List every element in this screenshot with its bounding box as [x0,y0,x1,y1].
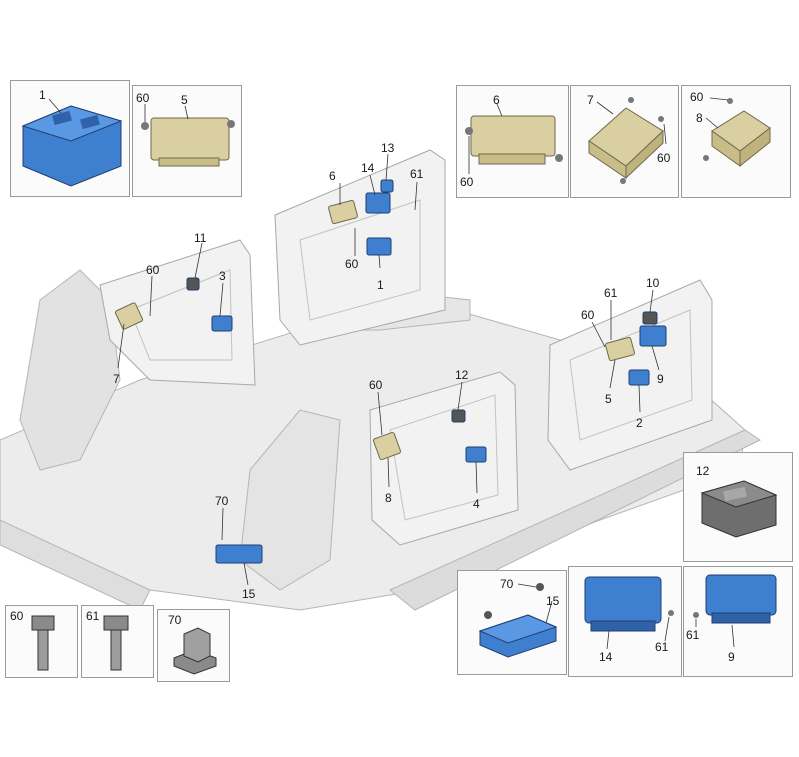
callout-4: 4 [473,497,480,511]
callout-8: 8 [385,491,392,505]
inset-15: 70 15 [457,570,567,675]
inset-8: 60 8 [681,85,791,198]
inset-61-callout: 61 [86,609,100,623]
inset-9-art: 9 61 [686,574,777,664]
inset-6-screw-callout: 60 [460,175,474,189]
module-8-main [372,431,402,461]
inset-9-callout: 9 [728,650,735,664]
inset-70-art: 70 [168,613,217,675]
inset-70: 70 [157,609,230,682]
inset-8-art: 60 8 [690,90,771,168]
callout-14: 14 [361,161,375,175]
callout-6: 6 [329,169,336,183]
inset-15-nut-callout: 70 [500,577,514,591]
module-13-main [380,179,394,193]
callouts: 1 6 14 13 61 60 11 60 3 7 10 61 60 9 5 2… [113,141,664,601]
callout-11: 11 [194,231,207,245]
rear-left-door [99,239,256,386]
inset-60-callout: 60 [10,609,24,623]
callout-61-b: 61 [604,286,618,300]
callout-9: 9 [657,372,664,386]
inset-15-callout: 15 [546,594,560,608]
callout-5: 5 [605,392,612,406]
front-left-door [274,149,446,346]
inset-8-screw-callout: 60 [690,90,704,104]
inset-12: 12 [683,452,793,562]
inset-5-screw-callout: 60 [136,91,150,105]
inset-8-callout: 8 [696,111,703,125]
callout-70: 70 [215,494,229,508]
leader-lines [117,153,660,586]
callout-60-d: 60 [369,378,383,392]
blue-modules [186,179,667,564]
inset-14: 14 61 [568,566,682,677]
inset-15-art: 70 15 [478,577,560,658]
callout-7: 7 [113,372,120,386]
door-panels [99,149,713,546]
module-5-main [605,336,635,362]
inset-14-callout: 14 [599,650,613,664]
inset-7-screw-callout: 60 [657,151,671,165]
inset-61: 61 [81,605,154,678]
inset-5-art: 5 60 [136,91,235,167]
inset-7-art: 7 60 [587,93,671,184]
inset-7-callout: 7 [587,93,594,107]
module-7-main [114,302,144,330]
callout-13: 13 [381,141,395,155]
tan-modules [114,199,635,461]
callout-12: 12 [455,368,469,382]
module-9-main [639,325,667,347]
callout-3: 3 [219,269,226,283]
callout-2: 2 [636,416,643,430]
inset-14-screw-callout: 61 [655,640,669,654]
callout-10: 10 [646,276,660,290]
inset-6-callout: 6 [493,93,500,107]
module-11-main [186,277,200,291]
inset-5: 5 60 [132,85,242,197]
inset-9-screw-callout: 61 [686,628,700,642]
inset-12-callout: 12 [696,464,710,478]
inset-7: 7 60 [570,85,679,198]
module-10-main [642,311,658,325]
module-14-main [365,192,391,214]
callout-1: 1 [377,278,384,292]
inset-5-callout: 5 [181,93,188,107]
inset-60-art: 60 [10,609,55,671]
inset-60: 60 [5,605,78,678]
inset-9: 9 61 [683,566,793,677]
inset-6-art: 6 60 [460,93,563,189]
callout-60-a: 60 [345,257,359,271]
inset-61-art: 61 [86,609,129,671]
inset-14-art: 14 61 [584,576,674,664]
switch-3-main [211,315,233,332]
inset-1-art: 1 [21,88,123,187]
inset-12-art: 12 [696,464,778,538]
inset-6: 6 60 [456,85,569,198]
switch-4-main [465,446,487,463]
module-12-main [451,409,466,423]
callout-60-c: 60 [581,308,595,322]
callout-60-b: 60 [146,263,160,277]
inset-70-callout: 70 [168,613,182,627]
callout-15: 15 [242,587,256,601]
switch-2-main [628,369,650,386]
rear-right-door [369,371,519,546]
inset-1-callout: 1 [39,88,46,102]
inset-1: 1 [10,80,130,197]
switch-1-main [366,237,392,256]
module-6-main [328,199,358,225]
callout-61-a: 61 [410,167,424,181]
module-15-main [215,544,263,564]
